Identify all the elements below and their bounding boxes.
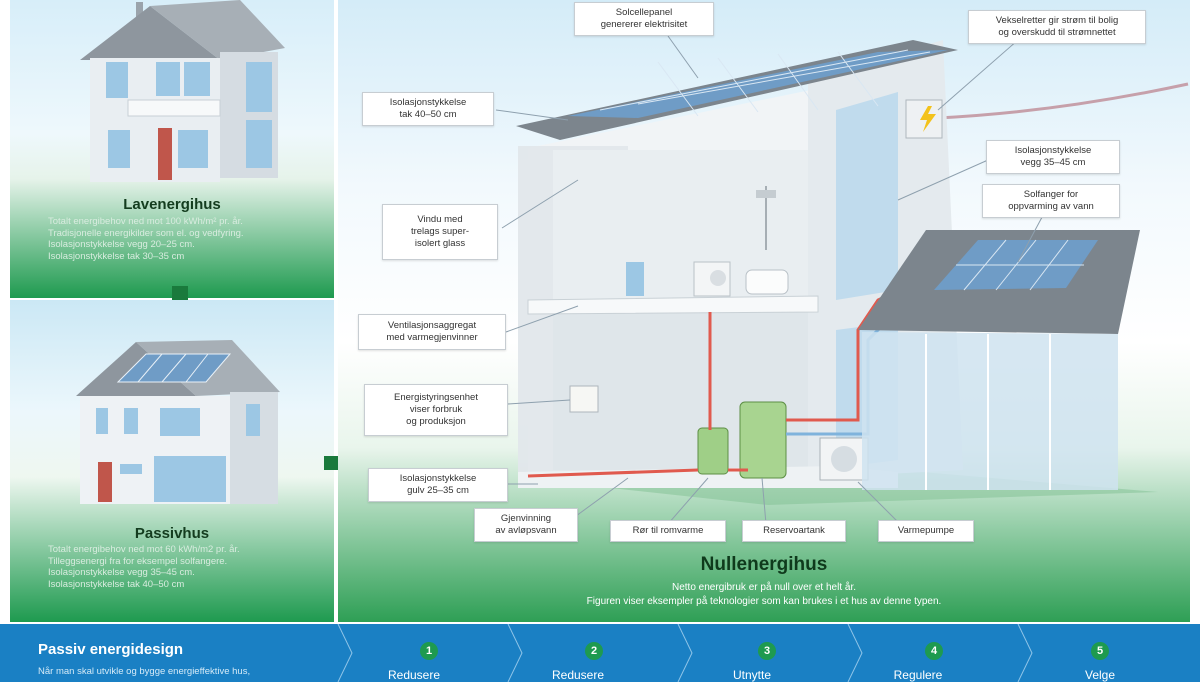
label-isolasjon-gulv: Isolasjonstykkelse gulv 25–35 cm xyxy=(368,468,508,502)
label-varmepumpe: Varmepumpe xyxy=(878,520,974,542)
step-label: Velge xyxy=(1084,668,1116,682)
step-separators xyxy=(337,624,1033,682)
nullenergihus-title: Nullenergihus xyxy=(700,554,828,575)
lightning-icon xyxy=(920,106,936,132)
step-label: Utnytte xyxy=(732,668,771,682)
label-line: oppvarming av vann xyxy=(1008,201,1094,212)
lavenergihus-line: Tradisjonelle energikilder som el. og ve… xyxy=(48,227,244,239)
label-line: Solcellepanel xyxy=(615,7,673,18)
step-label: Redusere xyxy=(551,668,605,682)
passivhus-panel: Passivhus Totalt energibehov ned mot 60 … xyxy=(10,300,334,622)
passiv-energidesign-band: Passiv energidesign Når man skal utvikle… xyxy=(0,624,1200,682)
lavenergihus-description: Totalt energibehov ned mot 100 kWh/m² pr… xyxy=(48,216,328,262)
label-line: Energistyringsenhet xyxy=(394,392,478,403)
label-line: Vekselretter gir strøm til bolig xyxy=(995,15,1119,26)
label-line: Varmepumpe xyxy=(897,525,955,536)
nullenergihus-line2: Figuren viser eksempler på teknologier s… xyxy=(586,596,942,607)
lavenergihus-illustration xyxy=(80,0,285,298)
step-number: 2 xyxy=(585,642,603,660)
step-number: 3 xyxy=(758,642,776,660)
step-number: 5 xyxy=(1091,642,1109,660)
label-solfanger: Solfanger for oppvarming av vann xyxy=(982,184,1120,218)
lavenergihus-line: Totalt energibehov ned mot 100 kWh/m² pr… xyxy=(48,216,243,227)
label-line: Isolasjonstykkelse xyxy=(399,473,477,484)
passivhus-illustration xyxy=(76,340,280,504)
label-vindu: Vindu med trelags super- isolert glass xyxy=(382,204,498,260)
passivhus-title: Passivhus xyxy=(134,525,210,542)
label-line: Solfanger for xyxy=(1023,189,1079,200)
lavenergihus-line: Isolasjonstykkelse vegg 20–25 cm. xyxy=(48,239,195,250)
label-line: viser forbruk xyxy=(409,404,463,415)
lavenergihus-panel: Lavenergihus Totalt energibehov ned mot … xyxy=(10,0,334,298)
step-label: Redusere xyxy=(387,668,441,682)
step-label: Regulere xyxy=(893,668,943,682)
passivhus-line: Totalt energibehov ned mot 60 kWh/m2 pr.… xyxy=(48,544,240,555)
step-number: 1 xyxy=(420,642,438,660)
label-line: med varmegjenvinner xyxy=(386,332,478,343)
label-line: Isolasjonstykkelse xyxy=(389,97,467,108)
label-line: Vindu med xyxy=(417,214,463,225)
label-line: tak 40–50 cm xyxy=(399,109,457,120)
label-line: isolert glass xyxy=(414,238,466,249)
label-line: genererer elektrisitet xyxy=(600,19,688,30)
label-line: Isolasjonstykkelse xyxy=(1014,145,1092,156)
label-line: Reservoartank xyxy=(763,525,825,536)
label-ror: Rør til romvarme xyxy=(610,520,726,542)
label-reservoartank: Reservoartank xyxy=(742,520,846,542)
label-ventilasjon: Ventilasjonsaggregat med varmegjenvinner xyxy=(358,314,506,350)
shower-icon xyxy=(756,186,776,250)
nullenergihus-illustration xyxy=(495,35,1189,525)
label-isolasjon-tak: Isolasjonstykkelse tak 40–50 cm xyxy=(362,92,494,126)
label-gjenvinning: Gjenvinning av avløpsvann xyxy=(474,508,578,542)
label-solcellepanel: Solcellepanel genererer elektrisitet xyxy=(574,2,714,36)
label-line: Ventilasjonsaggregat xyxy=(387,320,477,331)
label-line: trelags super- xyxy=(410,226,470,237)
label-line: gulv 25–35 cm xyxy=(407,485,469,496)
label-line: og overskudd til strømnettet xyxy=(998,27,1116,38)
passivhus-line: Isolasjonstykkelse vegg 35–45 cm. xyxy=(48,567,195,578)
label-line: og produksjon xyxy=(406,416,466,427)
label-line: av avløpsvann xyxy=(495,525,557,536)
bottom-title: Passiv energidesign xyxy=(38,641,184,658)
label-energistyring: Energistyringsenhet viser forbruk og pro… xyxy=(364,384,508,436)
passivhus-description: Totalt energibehov ned mot 60 kWh/m2 pr.… xyxy=(48,544,328,590)
lavenergihus-line: Isolasjonstykkelse tak 30–35 cm xyxy=(48,250,185,262)
passivhus-line: Tilleggsenergi fra for eksempel solfange… xyxy=(48,555,228,567)
label-vekselretter: Vekselretter gir strøm til bolig og over… xyxy=(968,10,1146,44)
label-line: vegg 35–45 cm xyxy=(1020,157,1086,168)
lavenergihus-title: Lavenergihus xyxy=(123,196,221,213)
label-line: Gjenvinning xyxy=(500,513,552,524)
nullenergihus-line1: Netto energibruk er på null over et helt… xyxy=(672,582,856,593)
bottom-subtitle: Når man skal utvikle og bygge energieffe… xyxy=(38,666,251,677)
nullenergihus-panel: Solcellepanel genererer elektrisitet Vek… xyxy=(338,0,1190,622)
passivhus-line: Isolasjonstykkelse tak 40–50 cm xyxy=(48,578,185,590)
label-isolasjon-vegg: Isolasjonstykkelse vegg 35–45 cm xyxy=(986,140,1120,174)
label-line: Rør til romvarme xyxy=(632,525,704,536)
step-number: 4 xyxy=(925,642,943,660)
